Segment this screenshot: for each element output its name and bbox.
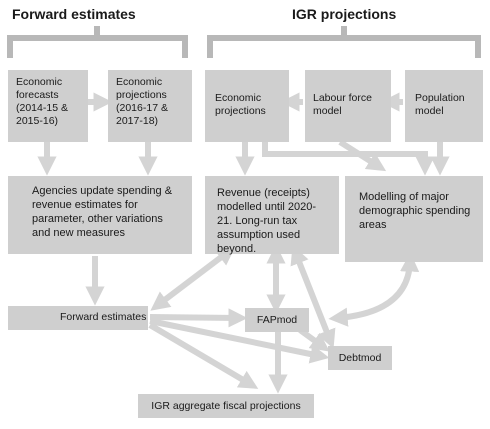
arrow-revenue-debtmod-link [290,245,336,349]
economic-projections-igr-box: Economic projections [205,70,289,142]
arrow-labour-to-modelling [338,139,387,172]
debtmod-box: Debtmod [328,346,392,370]
economic-forecasts-label: Economic forecasts (2014-15 & 2015-16) [16,76,68,127]
revenue-receipts-box: Revenue (receipts) modelled until 2020-2… [205,176,339,255]
economic-projections-fe-label: Economic projections (2016-17 & 2017-18) [116,76,168,127]
fapmod-label: FAPmod [256,313,298,326]
arrow-econ-proj-to-modelling [262,142,435,176]
forward-estimates-heading: Forward estimates [12,6,136,22]
arrow-forward-to-fapmod [149,308,248,328]
agencies-update-box: Agencies update spending & revenue estim… [8,176,192,254]
igr-aggregate-label: IGR aggregate fiscal projections [151,399,301,412]
arrow-fapmod-to-debtmod [298,327,330,352]
revenue-receipts-label: Revenue (receipts) modelled until 2020-2… [217,187,317,255]
igr-projections-bracket [207,26,481,58]
arrow-forward-revenue-link [150,246,236,311]
modelling-demographic-label: Modelling of major demographic spending … [359,191,471,231]
economic-forecasts-box: Economic forecasts (2014-15 & 2015-16) [8,70,88,142]
arrow-forward-to-aggregate [148,322,259,389]
arrow-modelling-fapmod-link [328,252,420,327]
forward-estimates-label: Forward estimates [60,311,147,323]
igr-projections-heading: IGR projections [292,6,397,22]
population-model-label: Population model [415,92,465,117]
agencies-update-label: Agencies update spending & revenue estim… [32,185,173,239]
fapmod-box: FAPmod [245,308,309,332]
debtmod-label: Debtmod [338,351,382,364]
labour-force-model-label: Labour force model [313,92,372,117]
forward-estimates-box: Forward estimates [8,306,148,330]
economic-projections-igr-label: Economic projections [215,92,266,117]
arrow-forward-to-debtmod [149,318,330,364]
modelling-demographic-box: Modelling of major demographic spending … [345,176,483,262]
labour-force-model-box: Labour force model [305,70,391,142]
economic-projections-fe-box: Economic projections (2016-17 & 2017-18) [108,70,192,142]
igr-aggregate-box: IGR aggregate fiscal projections [138,394,314,418]
forward-estimates-bracket [7,26,188,58]
population-model-box: Population model [405,70,483,142]
